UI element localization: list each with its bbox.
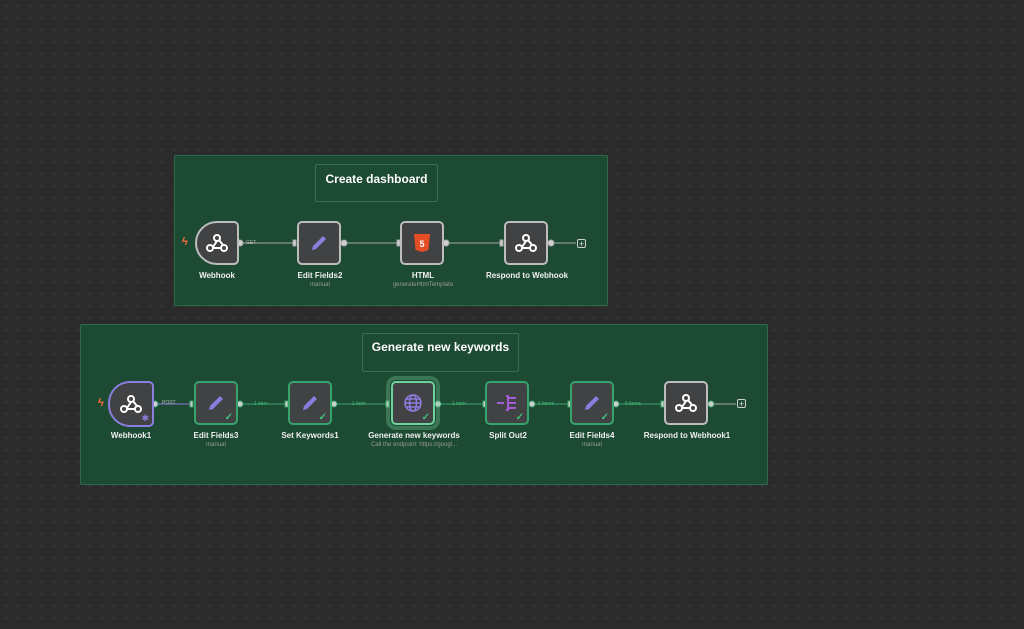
node-webhook[interactable] — [195, 221, 239, 265]
success-check-icon: ✓ — [600, 412, 609, 423]
input-handle — [292, 239, 297, 247]
sticky-title: Generate new keywords — [371, 340, 510, 354]
success-check-icon: ✓ — [421, 412, 430, 423]
connection-label-items: 1 item — [254, 401, 268, 407]
node-label: Generate new keywords — [368, 431, 460, 440]
node-sublabel: manual — [310, 282, 330, 288]
pencil-icon — [585, 396, 599, 410]
node-label: Edit Fields3 — [193, 431, 239, 440]
node-webhook1[interactable]: ✱ — [108, 381, 154, 427]
sticky-title-frame: Generate new keywords — [362, 333, 519, 372]
node-label: Webhook — [199, 271, 235, 280]
pencil-icon — [312, 236, 326, 250]
pin-icon: ✱ — [141, 413, 149, 423]
connection-label-method: GET — [246, 240, 257, 246]
trigger-bolt-icon: ϟ — [98, 397, 104, 409]
input-handle — [189, 400, 194, 408]
node-label: Edit Fields4 — [569, 431, 615, 440]
node-split-out2[interactable]: ✓ — [485, 381, 529, 425]
add-node-button[interactable]: + — [737, 399, 746, 409]
output-handle — [340, 239, 348, 247]
webhook-icon — [515, 234, 537, 252]
node-generate-new-keywords[interactable]: ✓ — [386, 376, 440, 430]
pencil-icon — [303, 396, 317, 410]
pencil-icon — [209, 396, 223, 410]
node-sublabel: Call the endpoint: https://googl... — [370, 442, 458, 448]
node-set-keywords1[interactable]: ✓ — [288, 381, 332, 425]
node-sublabel: manual — [206, 442, 226, 448]
node-label: Respond to Webhook — [485, 271, 569, 280]
node-label: Webhook1 — [110, 431, 152, 440]
node-html[interactable]: 5 — [400, 221, 444, 265]
success-check-icon: ✓ — [224, 412, 233, 423]
connection-label-method: POST — [162, 400, 176, 406]
output-handle — [434, 400, 442, 408]
node-label: Set Keywords1 — [281, 431, 339, 440]
node-respond-to-webhook[interactable] — [504, 221, 548, 265]
connection-label-items: 1 item — [452, 401, 466, 407]
webhook-icon — [675, 394, 697, 412]
node-edit-fields4[interactable]: ✓ — [570, 381, 614, 425]
output-handle — [547, 239, 555, 247]
output-handle — [528, 400, 536, 408]
sticky-title: Create dashboard — [325, 172, 428, 186]
node-label: Split Out2 — [489, 431, 527, 440]
connection-label-items: 6 items — [625, 401, 642, 407]
globe-icon — [404, 394, 422, 412]
node-sublabel: manual — [582, 442, 602, 448]
trigger-bolt-icon: ϟ — [182, 236, 188, 248]
node-respond-to-webhook1[interactable] — [664, 381, 708, 425]
svg-text:5: 5 — [419, 239, 424, 249]
add-node-button[interactable]: + — [577, 239, 586, 249]
split-icon — [497, 395, 516, 411]
node-edit-fields2[interactable] — [297, 221, 341, 265]
input-handle — [499, 239, 504, 247]
connection-label-items: 6 items — [538, 401, 555, 407]
sticky-title-frame: Create dashboard — [315, 164, 438, 202]
node-label: Respond to Webhook1 — [643, 431, 731, 440]
webhook-icon — [120, 395, 142, 413]
node-sublabel: generateHtmlTemplate — [392, 282, 454, 288]
connection-label-items: 1 item — [352, 401, 366, 407]
input-handle — [385, 400, 390, 408]
success-check-icon: ✓ — [515, 412, 524, 423]
node-label: Edit Fields2 — [297, 271, 343, 280]
output-handle — [707, 400, 715, 408]
node-label: HTML — [411, 271, 435, 280]
node-edit-fields3[interactable]: ✓ — [194, 381, 238, 425]
html5-icon: 5 — [414, 234, 430, 252]
webhook-icon — [206, 234, 228, 252]
success-check-icon: ✓ — [318, 412, 327, 423]
